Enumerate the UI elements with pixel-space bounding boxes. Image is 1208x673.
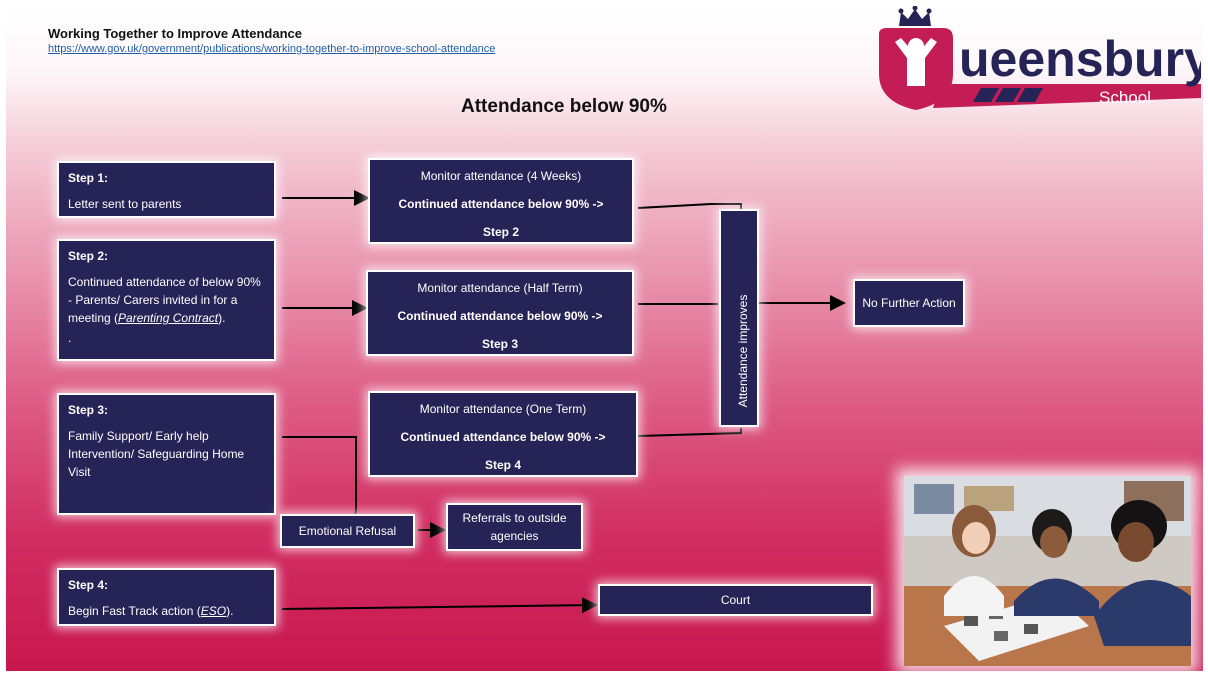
arrow-step4-court [281, 597, 598, 614]
monitor-box-1: Monitor attendance (4 Weeks) Continued a… [370, 160, 632, 242]
monitor-3-title: Monitor attendance (One Term) [419, 402, 587, 416]
step-4-text-end: ). [226, 604, 234, 618]
step-2-box: Step 2: Continued attendance of below 90… [59, 241, 274, 359]
monitor-2-next: Step 3 [481, 337, 518, 351]
step-2-text: Continued attendance of below 90% - Pare… [68, 275, 261, 325]
step-4-box: Step 4: Begin Fast Track action (ESO). [59, 570, 274, 624]
court-box: Court [600, 586, 871, 614]
slide: Working Together to Improve Attendance h… [6, 6, 1203, 671]
step-4-label: Step 4: [68, 578, 109, 592]
crown-icon [898, 6, 932, 26]
step-1-text: Letter sent to parents [68, 197, 182, 211]
header-title: Working Together to Improve Attendance [48, 26, 303, 41]
monitor-3-next: Step 4 [484, 458, 521, 472]
monitor-box-3: Monitor attendance (One Term) Continued … [370, 393, 636, 475]
referrals-label: Referrals to outside agencies [462, 511, 567, 543]
logo-sub: School [1099, 88, 1151, 107]
monitor-3-condition: Continued attendance below 90% -> [400, 430, 606, 444]
no-further-action-box: No Further Action [855, 281, 963, 325]
monitor-1-next: Step 2 [482, 225, 519, 239]
court-label: Court [720, 593, 751, 607]
monitor-2-condition: Continued attendance below 90% -> [397, 309, 603, 323]
no-further-action-label: No Further Action [862, 296, 956, 310]
step-1-box: Step 1: Letter sent to parents [59, 163, 274, 216]
students-photo-art [904, 476, 1191, 666]
attendance-improves-box [721, 211, 757, 425]
attendance-improves-label: Attendance improves [736, 294, 750, 408]
emotional-refusal-box: Emotional Refusal [282, 516, 413, 546]
emotional-refusal-label: Emotional Refusal [298, 524, 397, 538]
logo-wordmark: ueensbury [959, 31, 1201, 87]
line-monitor1-improves [637, 203, 742, 209]
step-3-label: Step 3: [68, 403, 109, 417]
queensbury-logo: ueensbury School [879, 6, 1201, 110]
step-2-text-end: ). [218, 311, 226, 325]
step-2-extra: . [68, 331, 72, 345]
step-1-label: Step 1: [68, 171, 109, 185]
referrals-box: Referrals to outside agencies [448, 505, 581, 549]
guidance-link[interactable]: https://www.gov.uk/government/publicatio… [48, 43, 496, 55]
monitor-2-title: Monitor attendance (Half Term) [417, 281, 583, 295]
main-title: Attendance below 90% [461, 96, 667, 117]
monitor-1-condition: Continued attendance below 90% -> [398, 197, 604, 211]
monitor-box-2: Monitor attendance (Half Term) Continued… [368, 272, 632, 354]
step-3-box: Step 3: Family Support/ Early help Inter… [59, 395, 274, 513]
monitor-1-title: Monitor attendance (4 Weeks) [420, 169, 582, 183]
line-monitor3-improves [637, 428, 742, 437]
students-photo [904, 476, 1191, 666]
step-3-text: Family Support/ Early help Intervention/… [68, 429, 245, 479]
step-4-eso: ESO [200, 604, 227, 618]
step-4-text: Begin Fast Track action ( [68, 604, 201, 618]
step-2-parenting-contract: Parenting Contract [118, 311, 219, 325]
step-2-label: Step 2: [68, 249, 109, 263]
q-shield-icon [879, 28, 953, 110]
